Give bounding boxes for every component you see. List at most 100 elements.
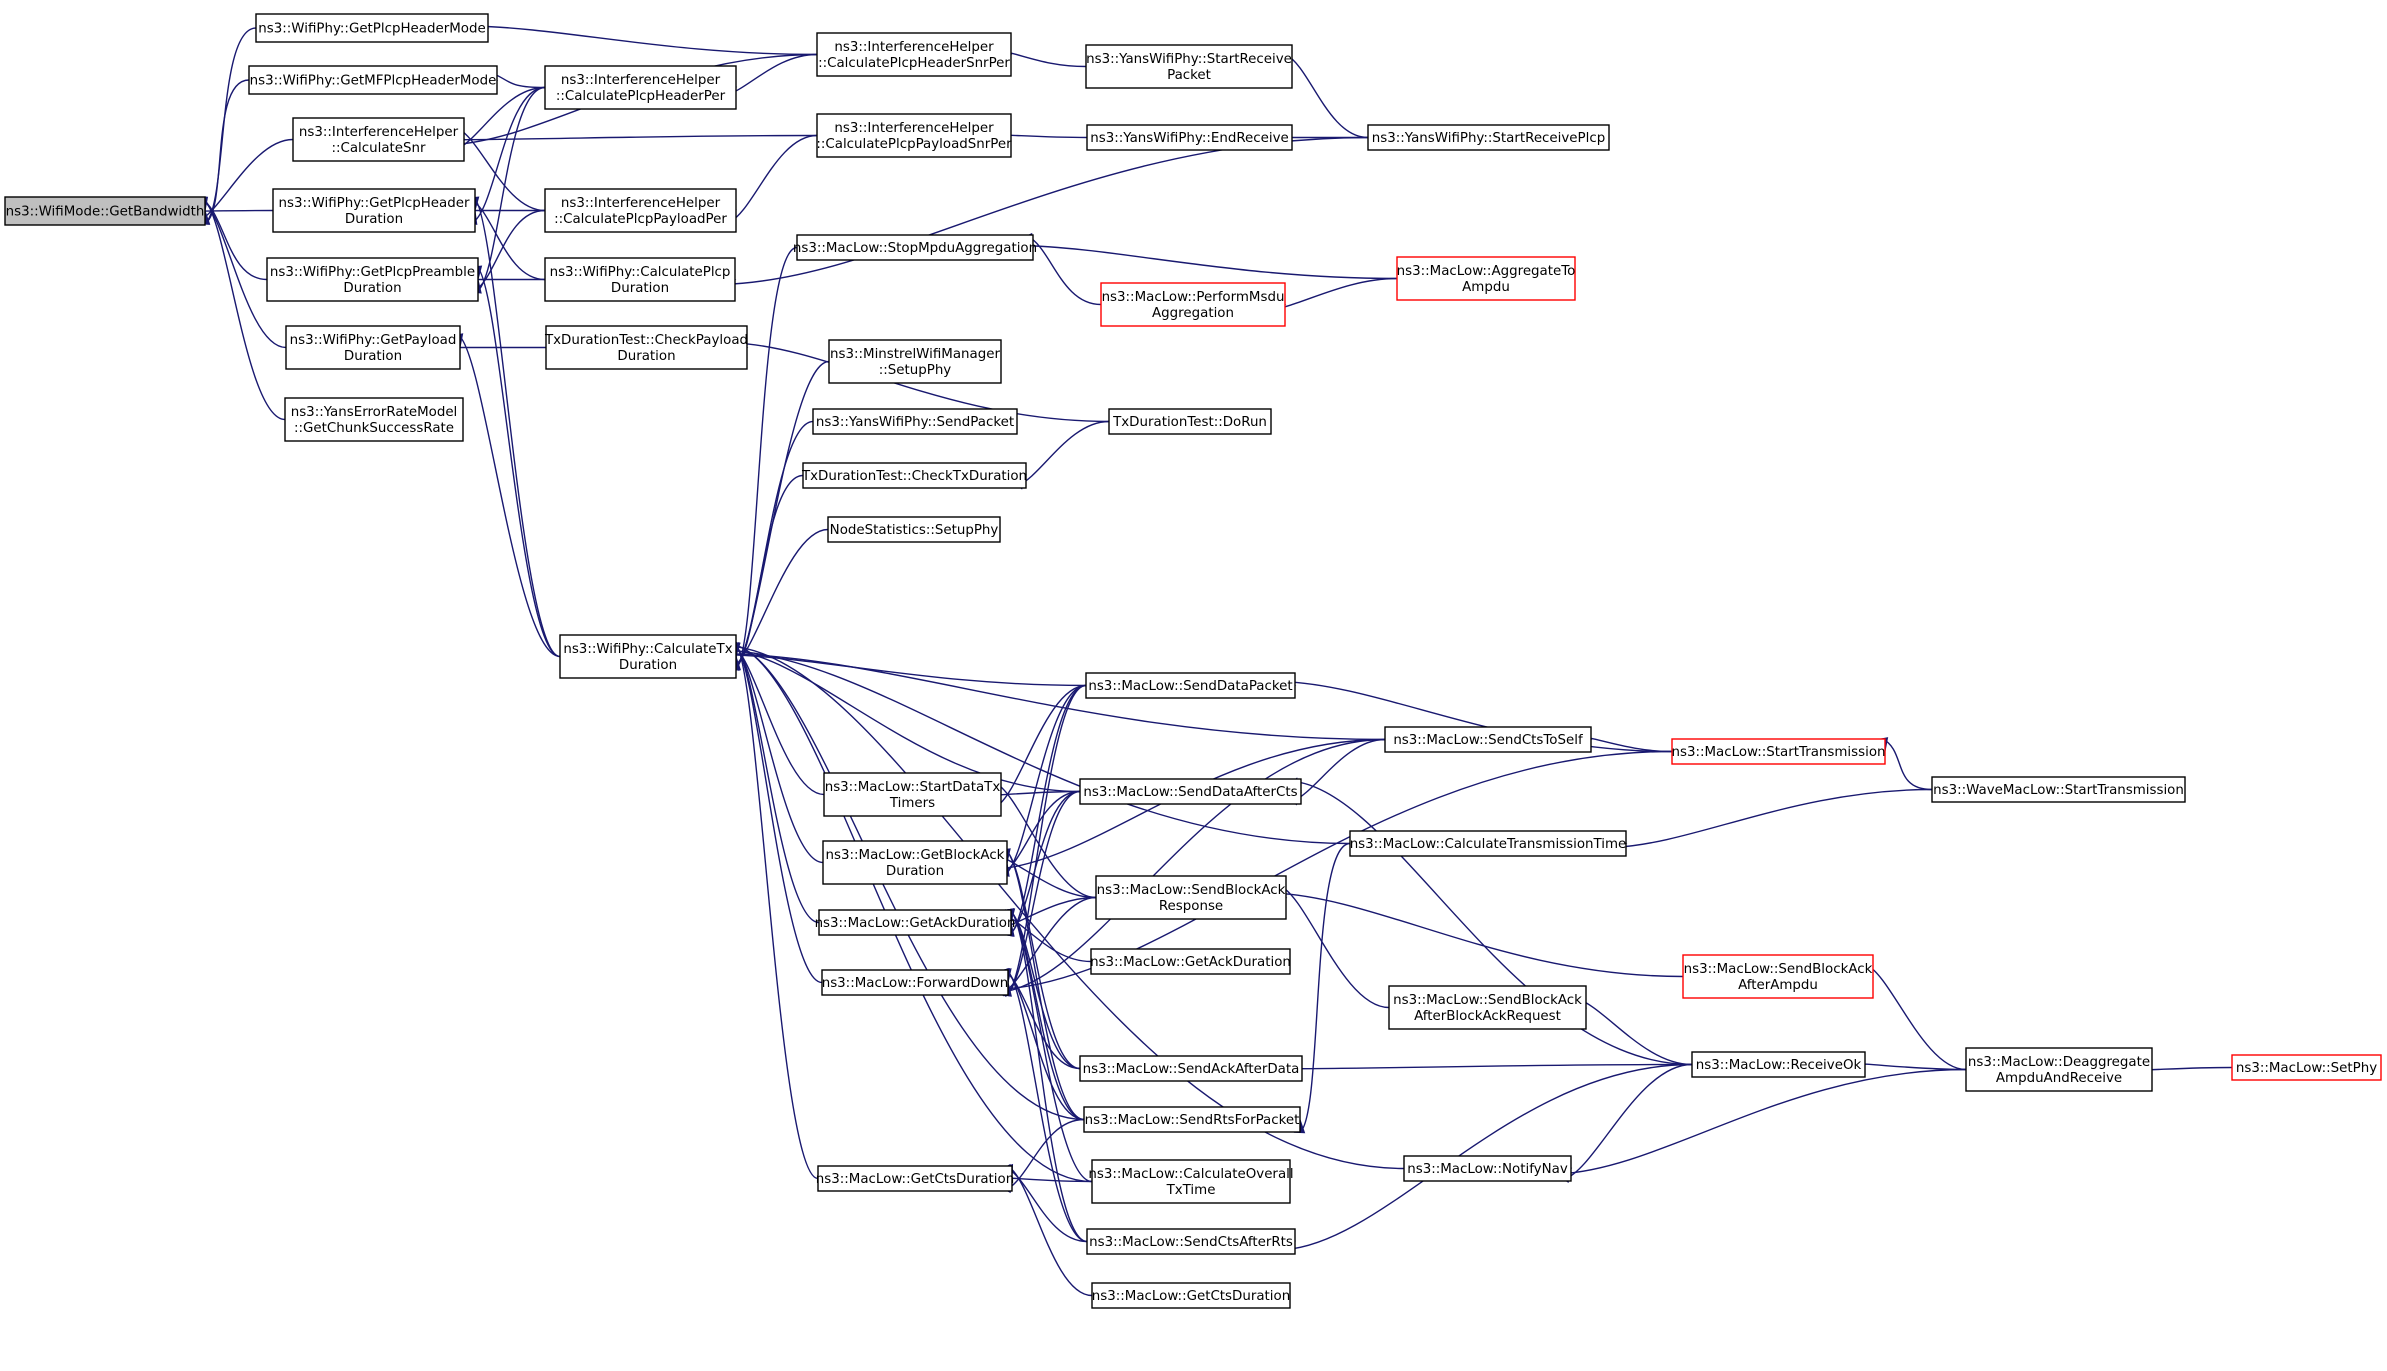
node-box[interactable] [1384,726,1592,753]
node-box[interactable] [545,325,748,370]
node-box[interactable] [266,257,479,302]
node-box[interactable] [1931,776,2186,803]
node-box[interactable] [1965,1047,2153,1092]
node-box[interactable] [1083,1106,1301,1133]
node-box[interactable] [812,408,1018,435]
node-box[interactable] [559,634,737,679]
node-box[interactable] [272,188,476,233]
node-box[interactable] [1085,44,1293,89]
node-ns3-maclow-getackduration[interactable]: ns3::MacLow::GetAckDuration [815,909,1016,936]
node-box[interactable] [544,188,737,233]
node-ns3-yanswifiphy-sendpacket[interactable]: ns3::YansWifiPhy::SendPacket [812,408,1018,435]
node-txdurationtest-checktxduration[interactable]: TxDurationTest::CheckTxDuration [801,462,1027,489]
node-ns3-maclow-sendblockackafterblockackrequest[interactable]: ns3::MacLow::SendBlockAckAfterBlockAckRe… [1388,985,1587,1030]
node-ns3-maclow-setphy[interactable]: ns3::MacLow::SetPhy [2231,1054,2382,1081]
node-box[interactable] [822,840,1008,885]
node-ns3-yanserrorratemodel-getchunksuccessrate[interactable]: ns3::YansErrorRateModel::GetChunkSuccess… [284,397,464,442]
node-box[interactable] [1091,1159,1291,1204]
node-box[interactable] [823,772,1002,817]
node-ns3-maclow-sendackafterdata[interactable]: ns3::MacLow::SendAckAfterData [1079,1055,1303,1082]
node-ns3-yanswifiphy-endreceive[interactable]: ns3::YansWifiPhy::EndReceive [1086,124,1293,151]
node-box[interactable] [1682,954,1874,999]
node-ns3-maclow-getctsduration[interactable]: ns3::MacLow::GetCtsDuration [1091,1282,1291,1309]
node-box[interactable] [1388,985,1587,1030]
node-ns3-maclow-starttransmission[interactable]: ns3::MacLow::StartTransmission [1671,738,1886,765]
node-box[interactable] [2231,1054,2382,1081]
node-box[interactable] [1100,282,1286,327]
node-ns3-maclow-notifynav[interactable]: ns3::MacLow::NotifyNav [1403,1155,1572,1182]
node-box[interactable] [544,65,737,110]
node-box[interactable] [828,339,1002,384]
node-box[interactable] [284,397,464,442]
node-ns3-interferencehelper-calculateplcpheadersnrper[interactable]: ns3::InterferenceHelper::CalculatePlcpHe… [816,32,1012,77]
node-ns3-maclow-sendctsafterrts[interactable]: ns3::MacLow::SendCtsAfterRts [1086,1228,1296,1255]
node-box[interactable] [1086,1228,1296,1255]
node-box[interactable] [796,234,1034,261]
node-box[interactable] [1085,672,1296,699]
node-ns3-interferencehelper-calculateplcpheaderper[interactable]: ns3::InterferenceHelper::CalculatePlcpHe… [544,65,737,110]
node-box[interactable] [544,257,736,302]
node-box[interactable] [248,65,498,95]
node-box[interactable] [1086,124,1293,151]
node-box[interactable] [816,113,1012,158]
node-box[interactable] [1079,1055,1303,1082]
node-box[interactable] [292,117,465,162]
node-box[interactable] [1349,830,1627,857]
node-ns3-interferencehelper-calculateplcppayloadper[interactable]: ns3::InterferenceHelper::CalculatePlcpPa… [544,188,737,233]
node-ns3-maclow-senddatapacket[interactable]: ns3::MacLow::SendDataPacket [1085,672,1296,699]
node-box[interactable] [1095,875,1287,920]
node-box[interactable] [1403,1155,1572,1182]
node-box[interactable] [4,196,206,226]
node-ns3-minstrelwifimanager-setupphy[interactable]: ns3::MinstrelWifiManager::SetupPhy [828,339,1002,384]
node-ns3-maclow-getctsduration[interactable]: ns3::MacLow::GetCtsDuration [816,1165,1014,1192]
node-box[interactable] [818,909,1012,936]
node-box[interactable] [1090,948,1291,975]
node-box[interactable] [816,32,1012,77]
node-ns3-wifiphy-getplcpheadermode[interactable]: ns3::WifiPhy::GetPlcpHeaderMode [255,13,489,43]
node-ns3-maclow-stopmpduaggregation[interactable]: ns3::MacLow::StopMpduAggregation [793,234,1037,261]
node-ns3-maclow-getackduration[interactable]: ns3::MacLow::GetAckDuration [1090,948,1291,975]
node-ns3-maclow-sendrtsforpacket[interactable]: ns3::MacLow::SendRtsForPacket [1083,1106,1301,1133]
node-box[interactable] [802,462,1027,489]
node-ns3-wifimode-getbandwidth[interactable]: ns3::WifiMode::GetBandwidth [4,196,206,226]
node-ns3-wifiphy-getmfplcpheadermode[interactable]: ns3::WifiPhy::GetMFPlcpHeaderMode [248,65,498,95]
node-ns3-maclow-receiveok[interactable]: ns3::MacLow::ReceiveOk [1691,1051,1866,1078]
node-ns3-yanswifiphy-startreceiveplcp[interactable]: ns3::YansWifiPhy::StartReceivePlcp [1367,124,1610,151]
node-ns3-interferencehelper-calculateplcppayloadsnrper[interactable]: ns3::InterferenceHelper::CalculatePlcpPa… [816,113,1012,158]
node-box[interactable] [1108,408,1272,435]
node-ns3-maclow-sendctstoself[interactable]: ns3::MacLow::SendCtsToSelf [1384,726,1592,753]
node-box[interactable] [1691,1051,1866,1078]
node-box[interactable] [821,969,1009,996]
node-ns3-maclow-senddataaftercts[interactable]: ns3::MacLow::SendDataAfterCts [1079,778,1302,805]
node-box[interactable] [817,1165,1013,1192]
node-box[interactable] [1091,1282,1291,1309]
node-txdurationtest-dorun[interactable]: TxDurationTest::DoRun [1108,408,1272,435]
node-box[interactable] [1396,256,1576,301]
node-box[interactable] [255,13,489,43]
node-box[interactable] [1367,124,1610,151]
node-nodestatistics-setupphy[interactable]: NodeStatistics::SetupPhy [827,516,1001,543]
node-box[interactable] [1671,738,1886,765]
node-ns3-interferencehelper-calculatesnr[interactable]: ns3::InterferenceHelper::CalculateSnr [292,117,465,162]
node-ns3-maclow-calculatetransmissiontime[interactable]: ns3::MacLow::CalculateTransmissionTime [1349,830,1627,857]
node-box[interactable] [827,516,1001,543]
node-ns3-wavemaclow-starttransmission[interactable]: ns3::WaveMacLow::StartTransmission [1931,776,2186,803]
node-box[interactable] [1079,778,1302,805]
node-ns3-maclow-forwarddown[interactable]: ns3::MacLow::ForwardDown [821,969,1009,996]
node-box[interactable] [285,325,461,370]
